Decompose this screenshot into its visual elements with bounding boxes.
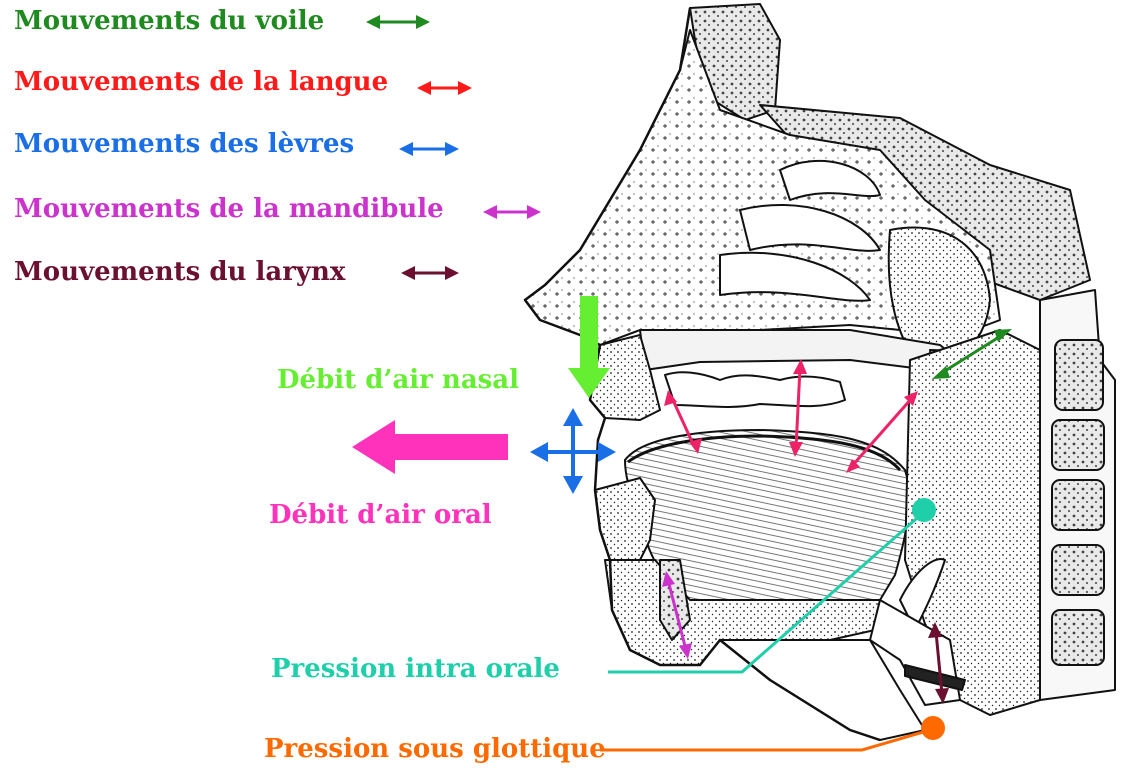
legend-label-mandible: Mouvements de la mandibule [14,194,444,224]
vertebra-c3 [1052,420,1104,470]
subglottic-pressure-sensor [921,716,945,740]
subglottic-pressure-label: Pression sous glottique [264,734,606,764]
vertebra-c4 [1052,480,1104,530]
legend-label-lips: Mouvements des lèvres [14,129,354,159]
legend-label-larynx: Mouvements du larynx [14,257,346,287]
legend-item-velum: Mouvements du voile [14,6,430,36]
mandible-legend-arrow-head-right [527,205,541,219]
legend-label-tongue: Mouvements de la langue [14,67,388,97]
larynx-legend-arrow-head-left [401,266,415,280]
legend-label-velum: Mouvements du voile [14,6,324,36]
vertebra-c6 [1052,610,1104,665]
lips-arrow-head-down [563,476,583,494]
lips-legend-arrow-head-left [399,142,413,156]
upper-teeth [665,372,845,407]
oral-airflow-annotation: Débit d’air oral [269,420,508,530]
lips-legend-arrow-head-right [445,142,459,156]
velum-legend-arrow-head-right [416,15,430,29]
oral-airflow-label: Débit d’air oral [269,500,492,530]
lips-arrow-head-right [598,442,616,462]
lips-arrow-head-up [563,408,583,426]
larynx-legend-arrow-head-right [445,266,459,280]
vertebra-c5 [1052,545,1104,595]
intraoral-pressure-sensor [912,498,936,522]
legend: Mouvements du voile Mouvements de la lan… [14,6,541,287]
tongue-legend-arrow-head-left [417,81,431,95]
tongue-legend-arrow-head-right [458,81,472,95]
intraoral-pressure-label: Pression intra orale [271,654,560,684]
legend-item-tongue: Mouvements de la langue [14,67,472,97]
oral-airflow-arrow [352,420,508,474]
sagittal-head-illustration [525,4,1115,740]
velum-legend-arrow-head-left [366,15,380,29]
legend-item-lips: Mouvements des lèvres [14,129,459,159]
mandible-legend-arrow-head-left [483,205,497,219]
vertebra-c2 [1055,340,1103,410]
lower-lip [595,478,655,560]
legend-item-mandible: Mouvements de la mandibule [14,194,541,224]
nasal-airflow-label: Débit d’air nasal [277,365,519,395]
legend-item-larynx: Mouvements du larynx [14,257,459,287]
lips-arrow-head-left [530,442,548,462]
